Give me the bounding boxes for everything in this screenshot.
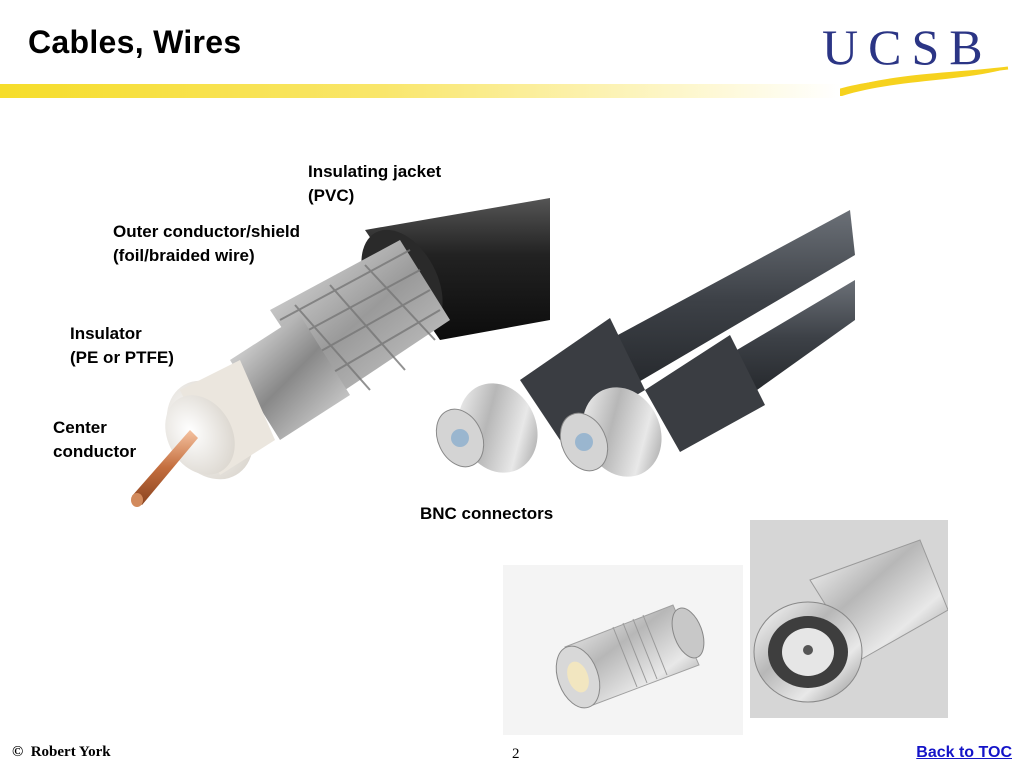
insulator-label: Insulator (PE or PTFE) — [70, 324, 174, 367]
logo-text: UCSB — [822, 19, 993, 75]
insulating-jacket-label: Insulating jacket (PVC) — [308, 162, 442, 205]
footer-copyright: © Robert York — [12, 744, 111, 761]
center-conductor-label: Center conductor — [53, 418, 137, 461]
bnc-cables-image — [435, 210, 855, 477]
slide-title: Cables, Wires — [28, 24, 242, 60]
title-underline-bar — [0, 84, 840, 98]
coaxial-cable-image — [131, 198, 550, 507]
ucsb-logo: UCSB — [812, 14, 1012, 100]
outer-conductor-label: Outer conductor/shield (foil/braided wir… — [113, 222, 301, 265]
bnc-barrel-adapter-image — [503, 565, 743, 735]
page-number: 2 — [512, 746, 520, 762]
back-to-toc-link[interactable]: Back to TOC — [916, 744, 1012, 761]
logo-wave-icon — [820, 66, 1009, 96]
bnc-connectors-label: BNC connectors — [420, 504, 554, 523]
bnc-female-coupler-image — [750, 520, 948, 718]
footer-author: Robert York — [30, 744, 111, 760]
copyright-symbol: © — [12, 744, 24, 760]
